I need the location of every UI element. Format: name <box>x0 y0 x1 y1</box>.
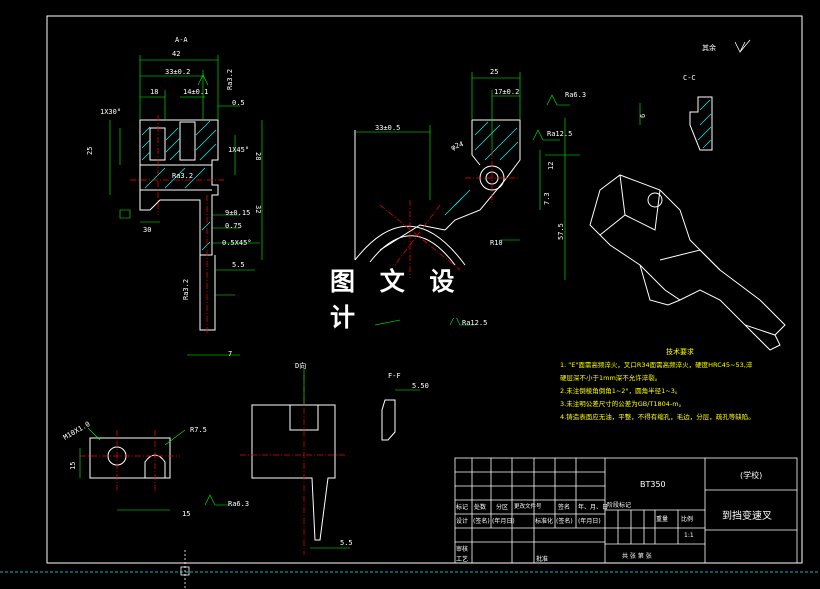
svg-text:Ra3.2: Ra3.2 <box>182 279 190 300</box>
section-aa-hatch <box>141 120 217 251</box>
watermark: 图 文 设 计 <box>330 267 505 332</box>
svg-text:25: 25 <box>490 68 498 76</box>
svg-text:42: 42 <box>172 50 180 58</box>
f-view <box>381 399 396 441</box>
svg-text:R10: R10 <box>490 239 503 247</box>
svg-text:1X30°: 1X30° <box>100 108 121 116</box>
isometric-view <box>589 174 786 351</box>
part-name: 到挡变速叉 <box>722 511 772 522</box>
svg-text:7: 7 <box>228 350 232 358</box>
svg-text:14±0.1: 14±0.1 <box>183 88 208 96</box>
section-label-dd: D向 <box>295 361 306 370</box>
cursor-icon <box>180 566 190 576</box>
svg-text:6: 6 <box>639 114 647 118</box>
svg-text:R7.5: R7.5 <box>190 426 207 434</box>
section-aa-text: A-A 42 33±0.2 18 14±0.1 0.5 1X30° 25 28 … <box>86 36 262 358</box>
section-aa-view <box>139 119 219 331</box>
note-line: 1. "E"面需高频淬火，叉口R34面需高频淬火，硬度HRC45~53,淬 <box>560 361 753 369</box>
svg-text:Ra12.5: Ra12.5 <box>547 130 572 138</box>
roughness-symbol <box>734 39 751 53</box>
front-view-dimensions <box>355 72 580 326</box>
section-cc-view <box>689 96 713 151</box>
school-name: (学校) <box>740 471 763 480</box>
section-label-aa: A-A <box>175 36 188 44</box>
svg-text:Ra3.2: Ra3.2 <box>226 69 234 90</box>
svg-text:17±0.2: 17±0.2 <box>494 88 519 96</box>
note-line: 4.铸造表面应无油，平整，不得有缩孔，毛边，分层，疏孔等缺陷。 <box>560 413 755 421</box>
svg-text:15: 15 <box>182 510 190 518</box>
svg-text:5.50: 5.50 <box>412 382 429 390</box>
svg-text:12: 12 <box>547 162 555 170</box>
svg-text:9±0.15: 9±0.15 <box>225 209 250 217</box>
front-view-hatch <box>444 121 519 216</box>
technical-requirements: 技术要求 1. "E"面需高频淬火，叉口R34面需高频淬火，硬度HRC45~53… <box>560 346 800 424</box>
svg-text:0.75: 0.75 <box>225 222 242 230</box>
svg-text:18: 18 <box>150 88 158 96</box>
svg-text:57.5: 57.5 <box>557 223 565 240</box>
svg-text:15: 15 <box>69 462 77 470</box>
d-view <box>251 404 336 541</box>
note-line: 3.未注明公差尺寸的公差为GB/T1804-m。 <box>560 400 686 408</box>
svg-text:Ra3.2: Ra3.2 <box>172 172 193 180</box>
svg-text:φ24: φ24 <box>450 140 465 152</box>
drawing-code: BT350 <box>640 480 666 489</box>
svg-text:33±0.5: 33±0.5 <box>375 124 400 132</box>
bottom-left-view <box>89 437 171 479</box>
svg-text:5.5: 5.5 <box>340 539 353 547</box>
svg-text:32: 32 <box>254 205 262 213</box>
section-aa-dimensions <box>109 55 263 356</box>
svg-text:1X45°: 1X45° <box>228 146 249 154</box>
svg-text:0.5: 0.5 <box>232 99 245 107</box>
svg-text:Ra6.3: Ra6.3 <box>565 91 586 99</box>
svg-text:30: 30 <box>143 226 151 234</box>
roughness-note: 其余 <box>702 43 716 52</box>
section-label-cc: C-C <box>683 74 696 82</box>
svg-text:5.5: 5.5 <box>232 261 245 269</box>
note-line: 硬层深不小于1mm深不允许淬裂。 <box>560 374 662 382</box>
drawing-frame <box>46 15 803 564</box>
front-view <box>354 119 521 266</box>
svg-text:M10X1.0: M10X1.0 <box>62 420 92 442</box>
svg-text:33±0.2: 33±0.2 <box>165 68 190 76</box>
svg-text:7.3: 7.3 <box>543 192 551 205</box>
front-view-text: 25 17±0.2 Ra6.3 Ra12.5 33±0.5 φ24 12 7.3… <box>375 68 586 327</box>
section-label-ff: F-F <box>388 372 401 380</box>
svg-text:Ra12.5: Ra12.5 <box>462 319 487 327</box>
svg-text:28: 28 <box>254 152 262 160</box>
svg-text:0.5X45°: 0.5X45° <box>222 239 252 247</box>
notes-title: 技术要求 <box>666 348 694 356</box>
title-block-lines <box>454 457 798 564</box>
svg-text:Ra6.3: Ra6.3 <box>228 500 249 508</box>
svg-text:25: 25 <box>86 147 94 155</box>
note-line: 2.未注倒棱角倒角1~2°，圆角半径1~3。 <box>560 387 682 395</box>
